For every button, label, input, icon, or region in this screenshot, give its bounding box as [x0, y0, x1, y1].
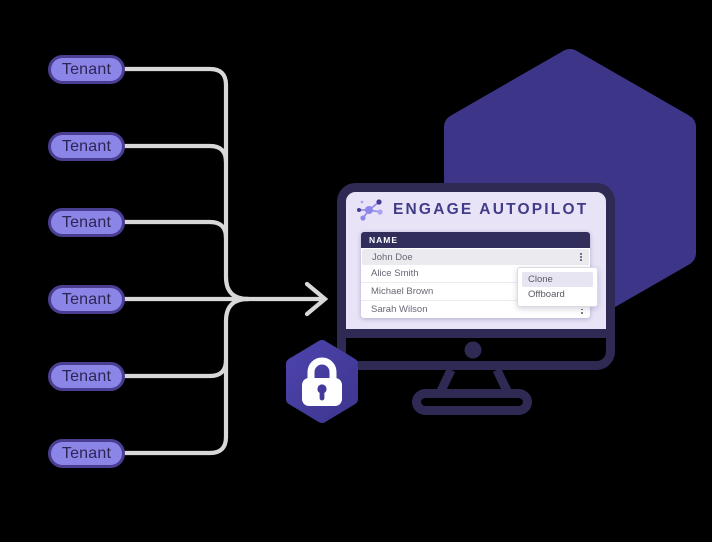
tenant-pill: Tenant — [48, 285, 125, 314]
monitor-frame — [337, 183, 615, 370]
context-menu: Clone Offboard — [517, 267, 598, 307]
network-icon — [357, 199, 383, 221]
lock-icon — [302, 357, 342, 406]
row-name: Michael Brown — [371, 286, 434, 297]
table-row: John Doe — [362, 249, 589, 265]
row-name: Sarah Wilson — [371, 304, 428, 315]
tenant-pill: Tenant — [48, 439, 125, 468]
row-name: John Doe — [372, 251, 413, 263]
table-row: Michael Brown — [361, 283, 590, 301]
tenant-label: Tenant — [61, 60, 112, 78]
menu-item-offboard[interactable]: Offboard — [528, 289, 565, 300]
tenant-label: Tenant — [61, 290, 112, 308]
table-header-name: NAME — [361, 232, 590, 248]
monitor-stand-neck — [436, 368, 512, 393]
security-lock-badge — [286, 340, 358, 423]
connector-lines — [122, 66, 329, 456]
table-row: Alice Smith — [361, 265, 590, 283]
monitor-camera-dot — [464, 341, 482, 359]
tenant-pill: Tenant — [48, 132, 125, 161]
tenant-label: Tenant — [61, 213, 112, 231]
kebab-menu-icon[interactable] — [580, 252, 582, 262]
tenant-pill: Tenant — [48, 362, 125, 391]
app-header: ENGAGE AUTOPILOT — [354, 196, 588, 224]
tenant-pill: Tenant — [48, 208, 125, 237]
tenant-label: Tenant — [61, 137, 112, 155]
tenant-label: Tenant — [61, 444, 112, 462]
user-table: NAME John Doe Alice Smith Michael Brown … — [361, 232, 590, 318]
menu-item-clone[interactable]: Clone — [522, 272, 593, 287]
monitor-stand-base — [412, 389, 532, 415]
flow-arrow — [304, 281, 329, 317]
tenant-pill: Tenant — [48, 55, 125, 84]
tenant-label: Tenant — [61, 367, 112, 385]
app-title: ENGAGE AUTOPILOT — [393, 201, 589, 218]
row-name: Alice Smith — [371, 268, 419, 279]
